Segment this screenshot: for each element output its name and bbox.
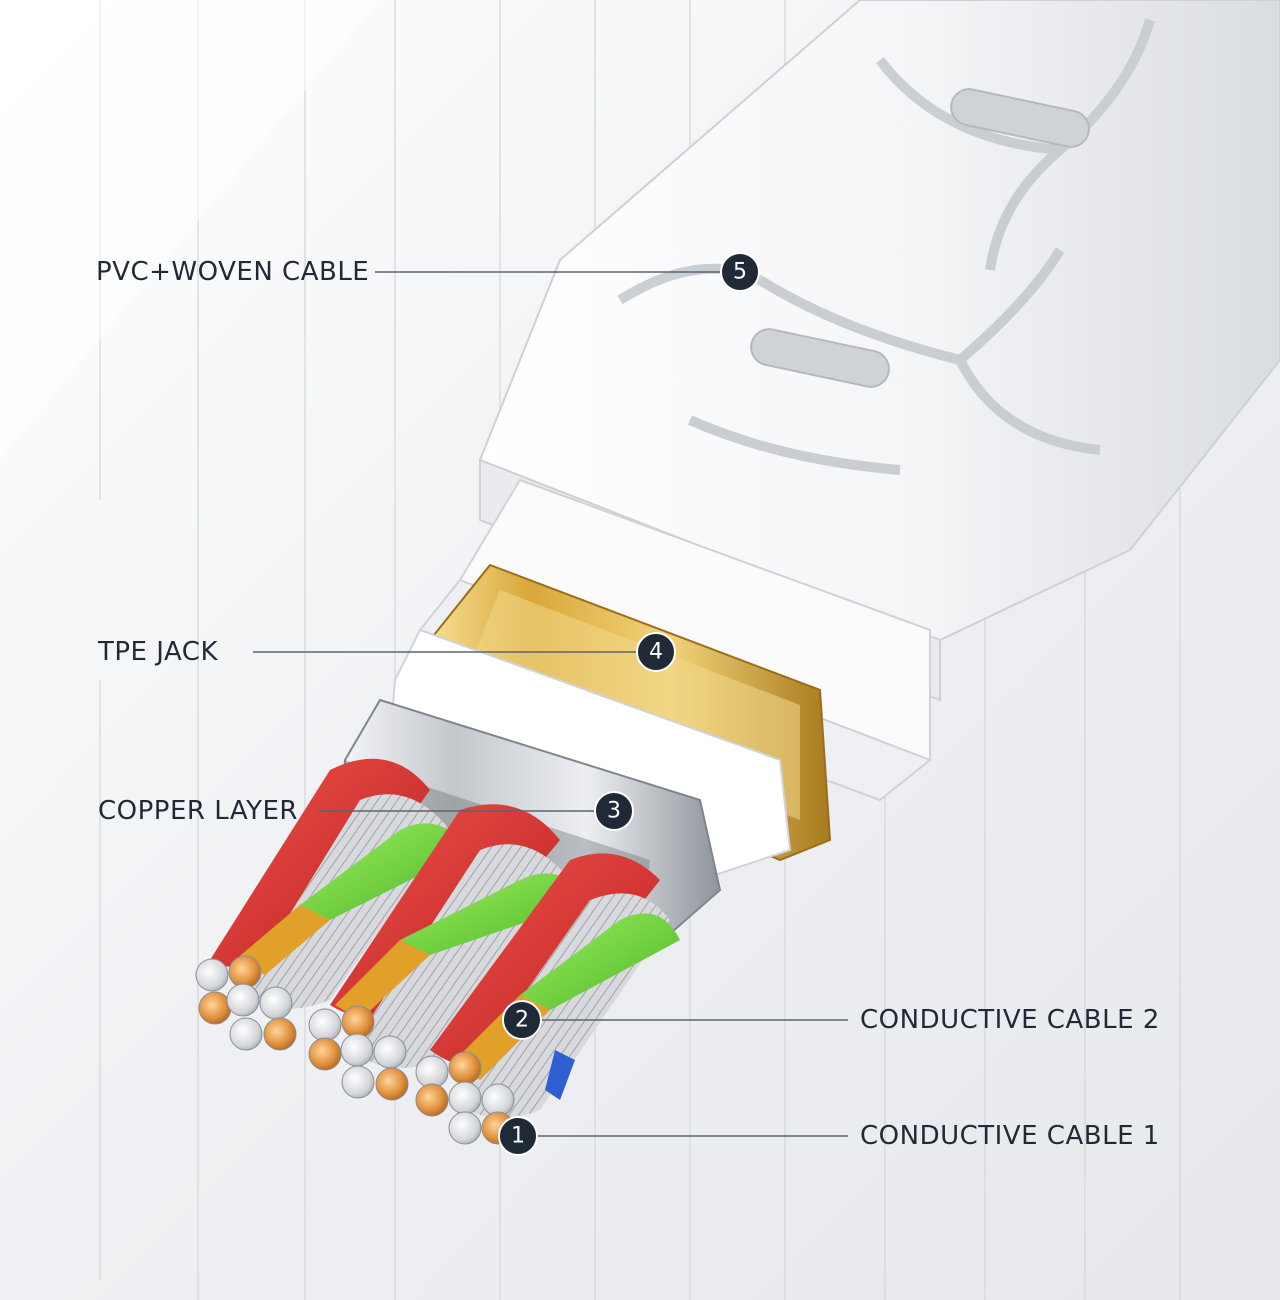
badge-4: 4 [636,632,676,672]
badge-3: 3 [594,791,634,831]
label-pvc-woven-cable: PVC+WOVEN CABLE [96,257,370,287]
svg-text:3: 3 [607,799,621,824]
label-copper-layer: COPPER LAYER [98,796,298,826]
label-conductive-cable-1: CONDUCTIVE CABLE 1 [860,1121,1160,1151]
badge-5: 5 [720,252,760,292]
badge-1: 1 [498,1116,538,1156]
label-conductive-cable-2: CONDUCTIVE CABLE 2 [860,1005,1160,1035]
badge-2: 2 [502,1000,542,1040]
conductor-bundle-middle [330,804,590,1068]
svg-text:1: 1 [511,1124,525,1149]
svg-text:4: 4 [649,640,663,665]
leader-lines [253,271,848,1137]
conductor-bundle-right [430,853,680,1118]
svg-text:2: 2 [515,1008,529,1033]
label-tpe-jack: TPE JACK [98,637,218,667]
svg-text:5: 5 [733,260,747,285]
